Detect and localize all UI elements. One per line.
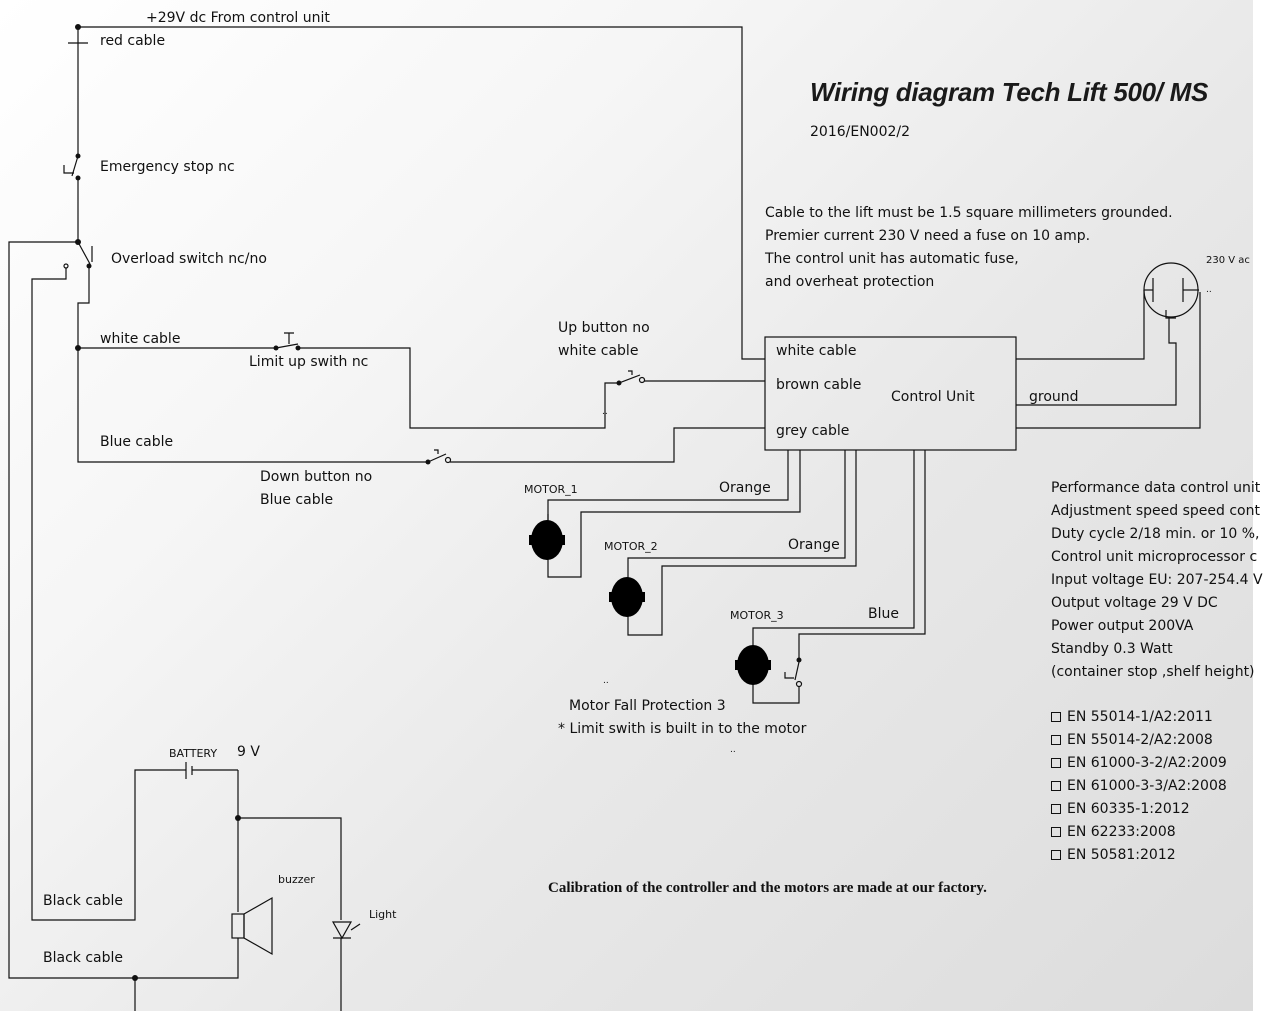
standard-item: EN 61000-3-2/A2:2009: [1051, 752, 1227, 775]
overload-switch-label: Overload switch nc/no: [111, 251, 267, 267]
black-cable-label: Black cable: [43, 950, 123, 966]
supply-wire: [78, 26, 765, 360]
limit-up-switch: [273, 332, 301, 351]
light-label: Light: [369, 908, 397, 921]
performance-item: Duty cycle 2/18 min. or 10 %,: [1051, 526, 1260, 542]
performance-item: Output voltage 29 V DC: [1051, 595, 1218, 611]
blue-label: Blue: [868, 606, 899, 622]
performance-list: Performance data control unit Adjustment…: [1051, 477, 1263, 684]
red-cable-label: red cable: [100, 33, 166, 49]
supply-label: +29V dc From control unit: [146, 10, 330, 26]
checkbox-icon: [1051, 781, 1061, 791]
standard-item: EN 50581:2012: [1051, 844, 1227, 867]
limit-builtin-label: * Limit swith is built in to the motor: [558, 721, 807, 737]
standard-item: EN 61000-3-3/A2:2008: [1051, 775, 1227, 798]
down-button-cable-label: Blue cable: [260, 492, 334, 508]
dots-mark: ..: [730, 745, 736, 755]
performance-item: Input voltage EU: 207-254.4 V: [1051, 572, 1263, 588]
control-unit-label: Control Unit: [891, 389, 975, 405]
buzzer-label: buzzer: [278, 873, 315, 886]
emergency-stop-label: Emergency stop nc: [100, 159, 235, 175]
checkbox-icon: [1051, 827, 1061, 837]
battery-voltage-label: 9 V: [237, 744, 260, 760]
cu-grey-label: grey cable: [776, 423, 850, 439]
ac-label: 230 V ac: [1206, 255, 1250, 266]
calibration-note: Calibration of the controller and the mo…: [548, 880, 987, 896]
performance-item: Standby 0.3 Watt: [1051, 641, 1173, 657]
limit-up-label: Limit up swith nc: [249, 354, 369, 370]
motor-2: [609, 577, 645, 617]
motor3-label: MOTOR_3: [730, 609, 784, 622]
standards-list: EN 55014-1/A2:2011 EN 55014-2/A2:2008 EN…: [1051, 706, 1227, 867]
motor2-label: MOTOR_2: [604, 540, 658, 553]
up-button-label: Up button no: [558, 320, 650, 336]
dots-mark: ..: [602, 407, 608, 417]
checkbox-icon: [1051, 712, 1061, 722]
note-line: and overheat protection: [765, 274, 935, 290]
battery-symbol: [180, 762, 238, 779]
black-cable-label: Black cable: [43, 893, 123, 909]
standard-item: EN 55014-2/A2:2008: [1051, 729, 1227, 752]
overload-switch: [63, 241, 93, 269]
performance-item: Adjustment speed speed cont: [1051, 503, 1260, 519]
emergency-stop-switch: [63, 153, 81, 181]
motor-1: [529, 514, 565, 560]
standard-item: EN 60335-1:2012: [1051, 798, 1227, 821]
doc-code: 2016/EN002/2: [810, 124, 911, 140]
performance-item: Power output 200VA: [1051, 618, 1194, 634]
ground-label: ground: [1029, 389, 1079, 405]
down-button-switch: [425, 449, 452, 465]
orange1-label: Orange: [719, 480, 771, 496]
dots-mark: ..: [603, 676, 609, 686]
diagram-title: Wiring diagram Tech Lift 500/ MS: [810, 77, 1209, 107]
performance-item: Performance data control unit: [1051, 480, 1261, 496]
performance-item: Control unit microprocessor c: [1051, 549, 1258, 565]
fall-protection-label: Motor Fall Protection 3: [569, 698, 726, 714]
battery-label: BATTERY: [169, 747, 218, 760]
standard-item: EN 55014-1/A2:2011: [1051, 706, 1227, 729]
motor-3: [735, 645, 771, 685]
checkbox-icon: [1051, 758, 1061, 768]
blue-cable-label: Blue cable: [100, 434, 174, 450]
cu-white-label: white cable: [776, 343, 857, 359]
up-button-cable-label: white cable: [558, 343, 639, 359]
standard-item: EN 62233:2008: [1051, 821, 1227, 844]
down-button-label: Down button no: [260, 469, 373, 485]
orange2-label: Orange: [788, 537, 840, 553]
cu-brown-label: brown cable: [776, 377, 862, 393]
checkbox-icon: [1051, 850, 1061, 860]
up-button-switch: [616, 370, 646, 386]
performance-item: (container stop ,shelf height): [1051, 664, 1255, 680]
checkbox-icon: [1051, 735, 1061, 745]
motor1-label: MOTOR_1: [524, 483, 578, 496]
control-unit-box: [764, 336, 1017, 451]
white-cable-label: white cable: [100, 331, 181, 347]
note-line: The control unit has automatic fuse,: [765, 251, 1019, 267]
checkbox-icon: [1051, 804, 1061, 814]
dots-mark: ..: [1206, 285, 1212, 295]
note-line: Cable to the lift must be 1.5 square mil…: [765, 205, 1173, 221]
light-symbol: [331, 921, 361, 940]
note-line: Premier current 230 V need a fuse on 10 …: [765, 228, 1091, 244]
